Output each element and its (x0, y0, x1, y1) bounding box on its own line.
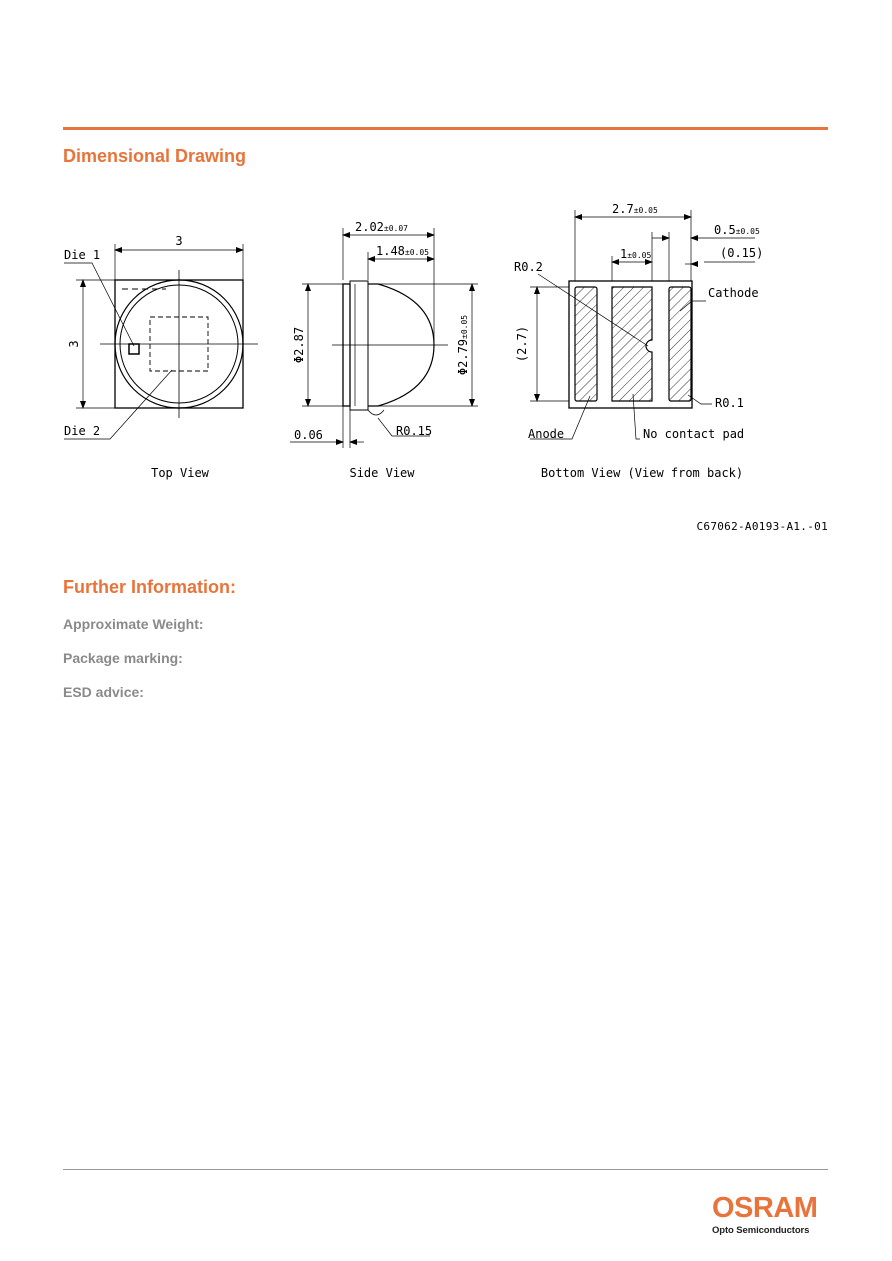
bottom-center-pad-dim: 1±0.05 (620, 247, 652, 261)
side-body-diameter: Φ2.87 (292, 327, 306, 363)
bottom-height-dim: (2.7) (515, 326, 529, 362)
info-esd-advice: ESD advice: (63, 684, 144, 700)
header-rule (63, 127, 828, 130)
top-view-height-label: 3 (67, 340, 81, 347)
side-view (290, 228, 478, 448)
side-lens-diameter: Φ2.79±0.05 (456, 315, 470, 375)
bottom-spacing-dim: 0.5±0.05 (714, 223, 760, 237)
bottom-view (530, 210, 755, 440)
side-view-caption: Side View (349, 466, 415, 480)
logo-subtitle: Opto Semiconductors (712, 1225, 810, 1236)
die1-label: Die 1 (64, 248, 100, 262)
die2-label: Die 2 (64, 424, 100, 438)
bottom-view-labels: 2.7±0.05 0.5±0.05 (0.15) 1±0.05 (2.7) R0… (514, 202, 763, 480)
side-radius: R0.15 (396, 424, 432, 438)
top-view-caption: Top View (151, 466, 210, 480)
top-view (64, 244, 258, 440)
side-total-dim: 2.02±0.07 (355, 220, 408, 234)
info-package-marking: Package marking: (63, 650, 183, 666)
bottom-width-dim: 2.7±0.05 (612, 202, 658, 216)
drawing-document-id: C67062-A0193-A1.-01 (696, 520, 828, 533)
footer-rule (63, 1169, 828, 1170)
no-contact-pad-label: No contact pad (643, 427, 744, 441)
side-dome-dim: 1.48±0.05 (376, 244, 429, 258)
side-view-labels: 2.02±0.07 1.48±0.05 Φ2.87 Φ2.79±0.05 0.0… (292, 220, 470, 480)
cathode-label: Cathode (708, 286, 759, 300)
bottom-corner-radius: R0.1 (715, 396, 744, 410)
section-title-further-information: Further Information: (63, 577, 236, 597)
top-view-width-label: 3 (175, 234, 182, 248)
dimensional-drawing: 3 3 Die 1 Die 2 Top View (64, 202, 763, 480)
osram-logo: OSRAM Opto Semiconductors (712, 1192, 830, 1237)
bottom-gap-dim: (0.15) (720, 246, 763, 260)
logo-wordmark: OSRAM (712, 1192, 818, 1224)
bottom-notch-radius: R0.2 (514, 260, 543, 274)
bottom-view-caption: Bottom View (View from back) (541, 466, 743, 480)
side-gap-dim: 0.06 (294, 428, 323, 442)
info-approximate-weight: Approximate Weight: (63, 616, 204, 632)
anode-label: Anode (528, 427, 564, 441)
section-title-dimensional-drawing: Dimensional Drawing (63, 146, 247, 166)
